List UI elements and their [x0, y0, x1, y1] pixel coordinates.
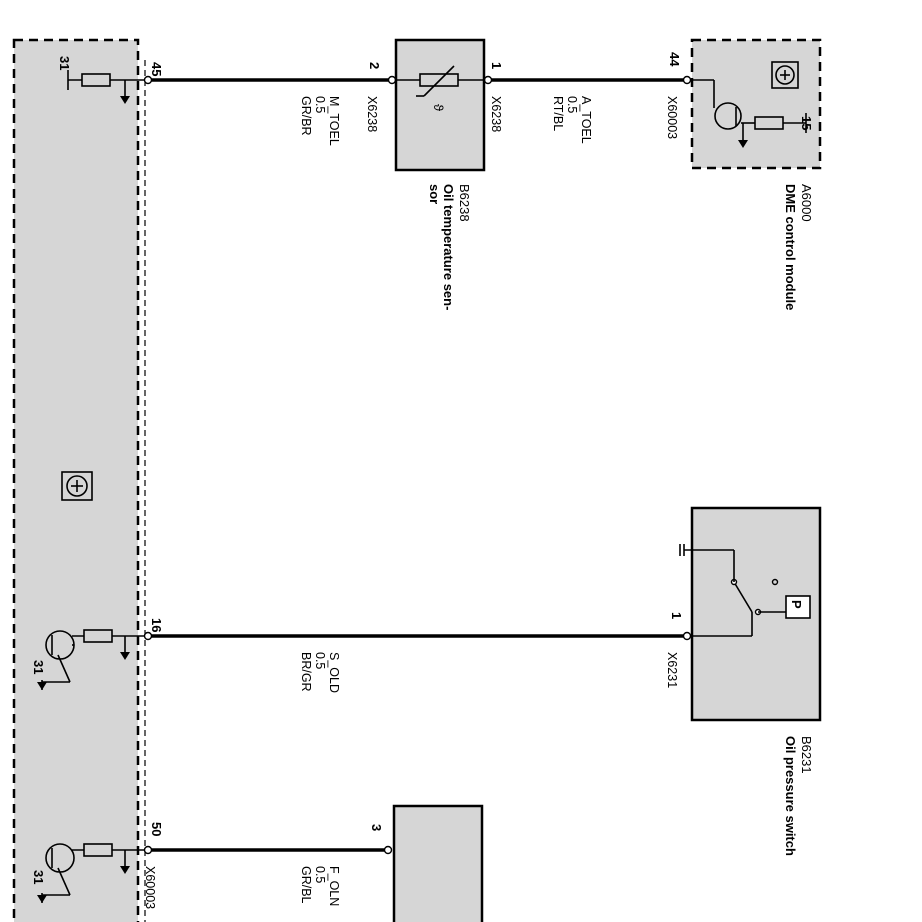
- pressure-switch-icon: [679, 544, 811, 637]
- wire-m-toel-color: GR/BR: [299, 96, 313, 136]
- pin16-label: 16: [149, 618, 164, 632]
- ecu-internal-pin45: [67, 70, 145, 104]
- connector-x6238-right: X6238: [489, 96, 503, 132]
- oil-temperature-sensor-block: [394, 38, 486, 172]
- wire-a-toel-color: RT/BL: [551, 96, 565, 131]
- pin1-sensor-label: 1: [489, 62, 504, 69]
- b6231-code: B6231: [799, 736, 814, 774]
- oil-level-sensor-block: [392, 804, 484, 922]
- pin15-label: 15: [799, 116, 814, 130]
- pin3-label: 3: [369, 824, 384, 831]
- ecu-internal-pin50: [37, 843, 145, 903]
- pin1-sensor-marker: [483, 75, 493, 85]
- ground31a-label: 31: [57, 56, 72, 70]
- connector-x60003-bottom: X60003: [143, 866, 157, 909]
- pin16-marker: [143, 631, 153, 641]
- wire-m-toel-size: 0.5: [313, 96, 327, 113]
- connector-x6238-left: X6238: [365, 96, 379, 132]
- pin44-label: 44: [667, 52, 682, 67]
- wire-f-oln-color: GR/BL: [299, 866, 313, 904]
- pressure-symbol: P: [789, 600, 804, 609]
- wire-a-toel-signal: A_TOEL: [579, 96, 593, 144]
- a6000-code: A6000: [799, 184, 814, 222]
- wire-s-old-color: BR/GR: [299, 652, 313, 692]
- b6238-code: B6238: [457, 184, 472, 222]
- ecu-internal-pin16: [37, 629, 145, 690]
- b6238-name-line2: sor: [427, 184, 442, 204]
- theta-symbol: ϑ: [431, 104, 446, 112]
- pin50-marker: [143, 845, 153, 855]
- wire-m-toel-signal: M_TOEL: [327, 96, 341, 146]
- b6238-name-line1: Oil temperature sen-: [441, 184, 456, 310]
- pin45-label: 45: [149, 62, 164, 76]
- dme-symbol-small-icon: [771, 61, 799, 89]
- wire-s-old-signal: S_OLD: [327, 652, 341, 693]
- ground31c-label: 31: [31, 870, 46, 884]
- pin2-marker: [387, 75, 397, 85]
- dme-ecu-block: [12, 38, 140, 922]
- pin3-marker: [383, 845, 393, 855]
- pin1-switch-label: 1: [669, 612, 684, 619]
- pin1-switch-marker: [682, 631, 692, 641]
- dme-symbol-icon: [61, 471, 93, 501]
- connector-x6231: X6231: [665, 652, 679, 688]
- dme-control-module-block: [690, 38, 822, 170]
- a6000-name: DME control module: [783, 184, 798, 310]
- ground31b-label: 31: [31, 660, 46, 674]
- pin44-marker: [682, 75, 692, 85]
- ntc-resistor-icon: [396, 65, 484, 97]
- pin45-marker: [143, 75, 153, 85]
- wire-f-oln-size: 0.5: [313, 866, 327, 883]
- wire-f-oln-signal: F_OLN: [327, 866, 341, 906]
- dme-transistor-icon: [690, 79, 807, 148]
- pin2-label: 2: [367, 62, 382, 69]
- wire-a-toel-size: 0.5: [565, 96, 579, 113]
- connector-x60003-top: X60003: [665, 96, 679, 139]
- pin50-label: 50: [149, 822, 164, 836]
- b6231-name: Oil pressure switch: [783, 736, 798, 856]
- wire-s-old-size: 0.5: [313, 652, 327, 669]
